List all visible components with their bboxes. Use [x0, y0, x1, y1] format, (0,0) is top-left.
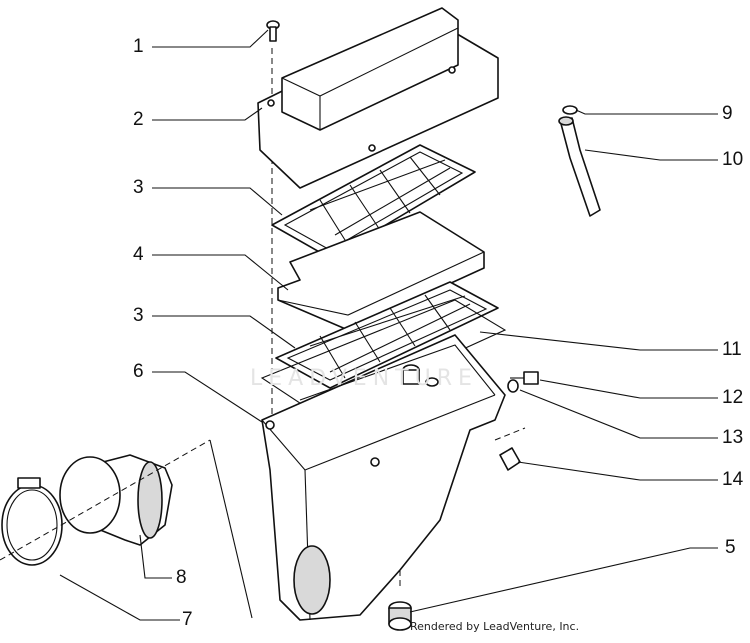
breather-hose-part — [558, 105, 601, 217]
callout-5: 5 — [725, 537, 736, 558]
callout-3-upper: 3 — [133, 177, 144, 198]
guide-line-boot — [209, 439, 253, 619]
callout-4: 4 — [133, 244, 144, 265]
leader-9 — [575, 109, 718, 115]
leader-4 — [152, 254, 289, 291]
render-credit: Rendered by LeadVenture, Inc. — [410, 620, 580, 633]
leader-14 — [517, 461, 718, 481]
leader-12 — [539, 379, 718, 399]
leader-5 — [409, 547, 718, 613]
clip-part — [499, 447, 521, 471]
callout-8: 8 — [176, 567, 187, 588]
callout-3-lower: 3 — [133, 305, 144, 326]
airbox-cover-part — [257, 7, 499, 189]
callout-11: 11 — [722, 339, 742, 360]
bolt-part — [510, 371, 539, 385]
hose-clamp-part — [1, 477, 63, 566]
leader-7 — [59, 574, 180, 621]
leader-1 — [152, 29, 269, 48]
upper-gasket-part — [271, 144, 476, 259]
leader-13 — [519, 389, 718, 439]
leader-2 — [152, 107, 263, 121]
screw-part — [266, 20, 280, 42]
leader-3b — [152, 315, 296, 349]
alignment-line-clamp — [0, 439, 211, 561]
washer-part — [507, 379, 519, 393]
airbox-body-part — [261, 334, 506, 621]
callout-7: 7 — [182, 609, 193, 630]
grommet-part — [388, 601, 412, 631]
callout-6: 6 — [133, 361, 144, 382]
callout-14: 14 — [722, 469, 744, 490]
leader-6 — [152, 371, 263, 423]
leader-10 — [584, 149, 718, 161]
callout-13: 13 — [722, 427, 744, 448]
watermark: LEADVENTURE — [250, 366, 478, 391]
leader-8 — [139, 534, 172, 579]
lower-gasket-part — [275, 281, 499, 389]
callout-2: 2 — [133, 109, 144, 130]
box-seal-part — [260, 299, 507, 416]
leader-3a — [152, 187, 283, 216]
callout-12: 12 — [722, 387, 744, 408]
callout-10: 10 — [722, 149, 744, 170]
callout-1: 1 — [133, 36, 144, 57]
alignment-line-clip — [494, 427, 526, 441]
leader-11 — [479, 331, 718, 351]
callout-9: 9 — [722, 103, 733, 124]
intake-boot-part — [59, 454, 173, 546]
